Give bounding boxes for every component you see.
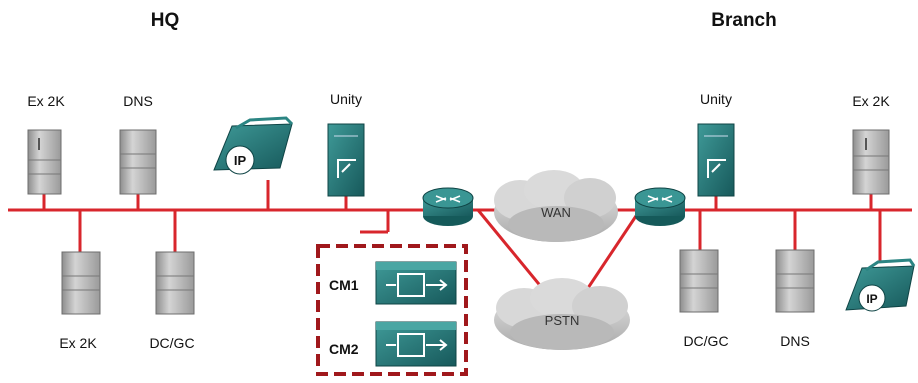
branch-ex2k-label: Ex 2K — [852, 93, 890, 109]
cm2-label: CM2 — [329, 341, 359, 357]
hq-ex2k-top-server — [27, 129, 62, 195]
hq-router — [422, 187, 474, 226]
hq-ex2k-top-label: Ex 2K — [27, 93, 65, 109]
cm1-server — [375, 261, 457, 305]
hq-site-label: HQ — [151, 10, 180, 31]
hq-dcgc-label: DC/GC — [149, 335, 194, 351]
hq-ip-phone-label: IP — [234, 153, 247, 168]
pstn-label: PSTN — [545, 313, 580, 328]
branch-dns-label: DNS — [780, 333, 810, 349]
branch-dns-server — [775, 249, 815, 313]
branch-unity-server — [697, 123, 735, 197]
hq-dns-server — [119, 129, 157, 195]
wan-label: WAN — [541, 205, 571, 220]
hq-ex2k-bottom-server — [61, 251, 101, 315]
branch-router — [634, 187, 686, 226]
branch-dcgc-server — [679, 249, 719, 313]
hq-ex2k-bottom-label: Ex 2K — [59, 335, 97, 351]
cm-cluster-box — [316, 244, 468, 376]
branch-dcgc-label: DC/GC — [683, 333, 728, 349]
branch-ip-phone: IP — [845, 258, 916, 312]
hq-unity-label: Unity — [330, 91, 362, 107]
branch-ex2k-server — [852, 129, 890, 195]
wan-cloud — [494, 170, 618, 242]
branch-unity-label: Unity — [700, 91, 732, 107]
branch-ip-phone-label: IP — [866, 292, 877, 306]
hq-ip-phone: IP — [213, 116, 294, 175]
pstn-cloud — [494, 278, 630, 350]
branch-site-label: Branch — [711, 10, 776, 31]
cm2-server — [375, 321, 457, 367]
lan-drops — [42, 180, 882, 262]
hq-dcgc-server — [155, 251, 195, 315]
hq-unity-server — [327, 123, 365, 197]
hq-dns-label: DNS — [123, 93, 153, 109]
cm1-label: CM1 — [329, 277, 359, 293]
